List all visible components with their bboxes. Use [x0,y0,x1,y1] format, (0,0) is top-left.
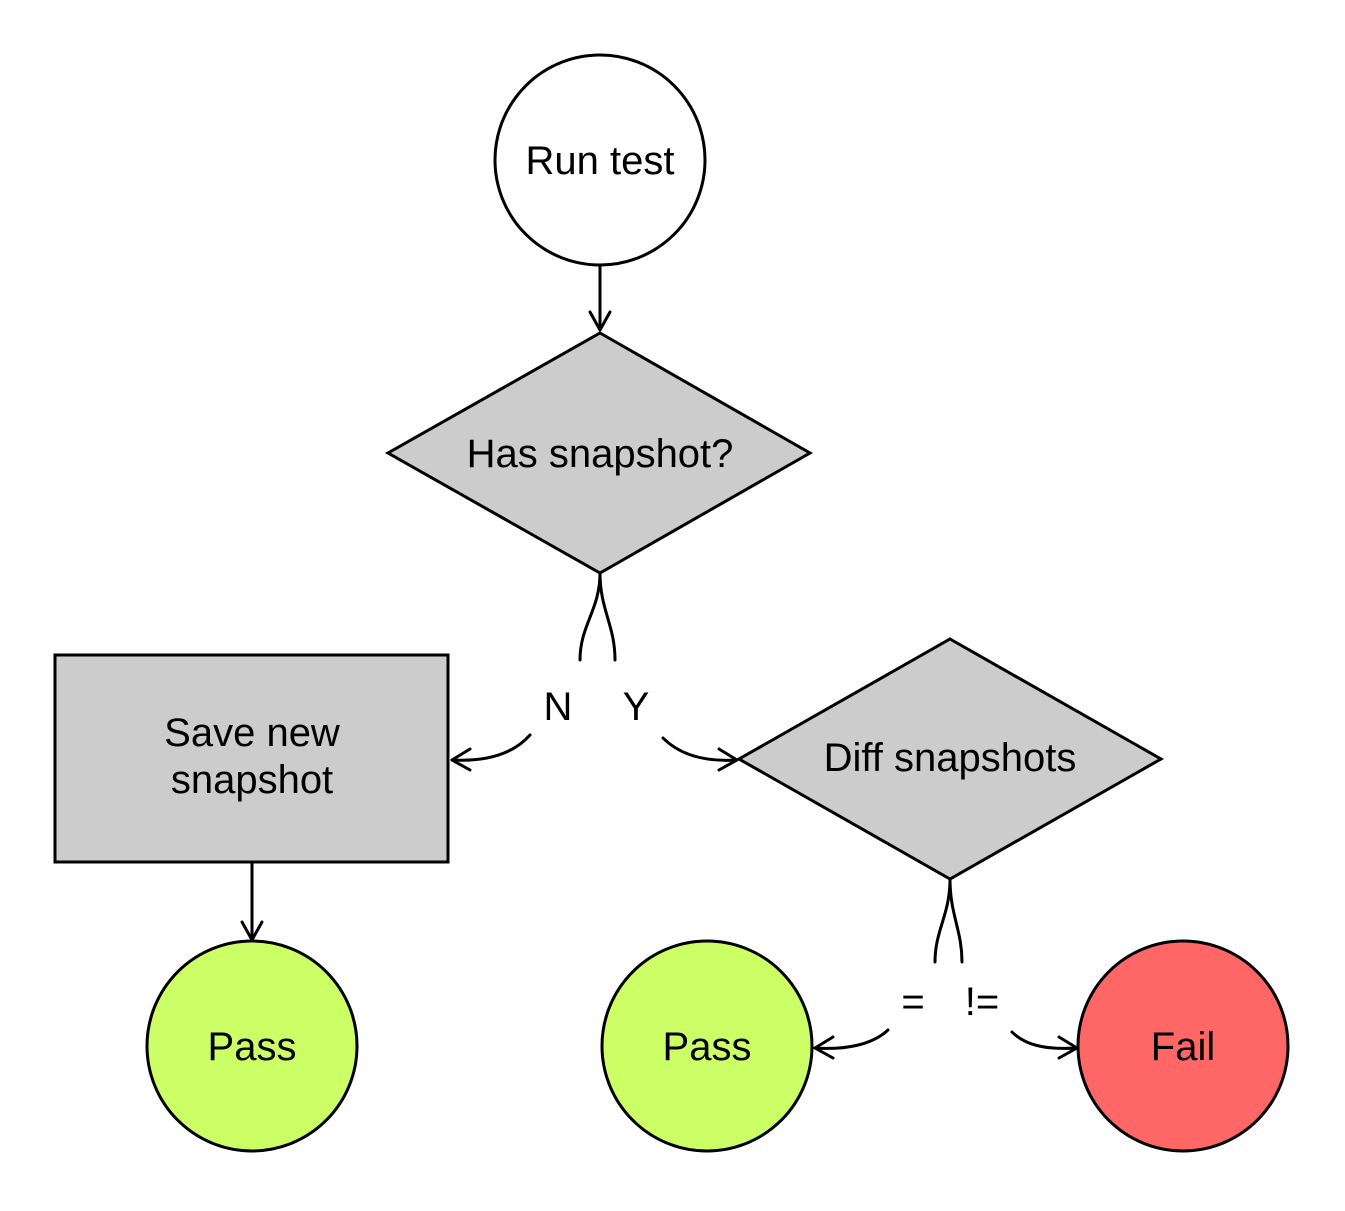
arrowhead-equal-to-pass [813,1035,835,1060]
fail-circle [1076,939,1290,1153]
edge-equal-to-pass [813,1028,890,1050]
save-snapshot-label-line2: snapshot [171,758,333,802]
edge-split-no [578,571,602,662]
save-snapshot-box [53,653,450,864]
edge-split-equal [933,877,952,964]
edge-label-not-equal: != [965,980,999,1024]
edge-not-equal-to-fail [1010,1030,1079,1050]
run-test-label: Run test [526,139,675,183]
edge-no-to-save [450,733,532,762]
diff-snapshots-decision: Diff snapshots [735,637,1165,881]
pass-node-right: Pass [600,939,814,1153]
save-snapshot-process: Save new snapshot [53,653,450,864]
pass-node-left: Pass [145,939,359,1153]
has-snapshot-label: Has snapshot? [467,432,734,476]
arrowhead-no-to-save [450,747,472,772]
save-snapshot-label-line1: Save new [164,711,340,755]
arrowhead-start-to-decision [588,310,612,332]
edge-split-not-equal [948,877,964,964]
edge-yes-to-diff [661,736,739,762]
pass-label-right: Pass [663,1025,752,1069]
edge-label-yes: Y [623,685,650,729]
pass-circle-right [600,939,814,1153]
run-test-node: Run test [493,53,707,267]
edge-split-yes [598,571,617,662]
fail-label: Fail [1151,1025,1215,1069]
has-snapshot-decision: Has snapshot? [384,331,814,575]
pass-label-left: Pass [208,1025,297,1069]
edge-label-no: N [544,685,573,729]
fail-node: Fail [1076,939,1290,1153]
edge-label-equal: = [901,980,924,1024]
diff-snapshots-label: Diff snapshots [824,736,1077,780]
arrowhead-yes-to-diff [717,747,739,772]
pass-circle-left [145,939,359,1153]
